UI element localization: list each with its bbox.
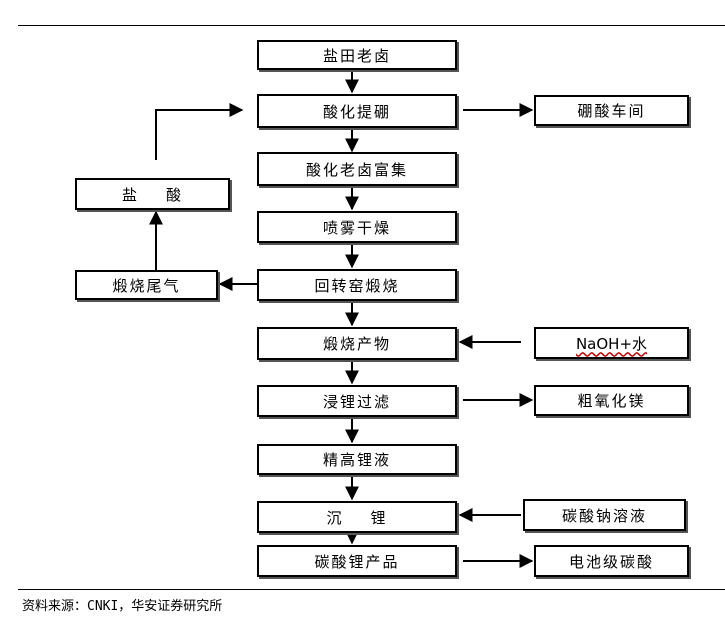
source-note: 资料来源：CNKI，华安证券研究所 bbox=[22, 599, 223, 614]
node-acidify-boron: 酸化提硼 bbox=[257, 94, 457, 128]
node-lithium-carbonate-product: 碳酸锂产品 bbox=[257, 545, 457, 577]
node-leaching-filtration: 浸锂过滤 bbox=[257, 385, 457, 417]
flow-arrows bbox=[149, 68, 534, 568]
node-rotary-kiln-roasting: 回转窑煅烧 bbox=[257, 269, 457, 301]
arrow-hcl-to-acidify bbox=[155, 103, 244, 160]
node-crude-magnesium-oxide: 粗氧化镁 bbox=[534, 385, 689, 416]
node-lithium-precipitation: 沉 锂 bbox=[257, 501, 457, 533]
node-roasting-product: 煅烧产物 bbox=[257, 327, 457, 360]
bottom-rule bbox=[18, 589, 725, 590]
node-naoh-water: NaOH+水 bbox=[534, 327, 689, 359]
node-roasting-tail-gas: 煅烧尾气 bbox=[75, 270, 218, 300]
node-hydrochloric-acid: 盐 酸 bbox=[75, 178, 230, 210]
node-boric-acid-workshop: 硼酸车间 bbox=[534, 95, 689, 126]
node-acidified-brine-enrich: 酸化老卤富集 bbox=[257, 152, 457, 186]
node-salt-lake-brine: 盐田老卤 bbox=[257, 40, 457, 70]
node-sodium-carbonate-solution: 碳酸钠溶液 bbox=[523, 499, 686, 531]
node-battery-grade-lithium-carbonate: 电池级碳酸 bbox=[534, 545, 689, 577]
node-refined-lithium-solution: 精高锂液 bbox=[257, 444, 457, 475]
node-spray-drying: 喷雾干燥 bbox=[257, 211, 457, 243]
top-rule bbox=[18, 25, 725, 26]
